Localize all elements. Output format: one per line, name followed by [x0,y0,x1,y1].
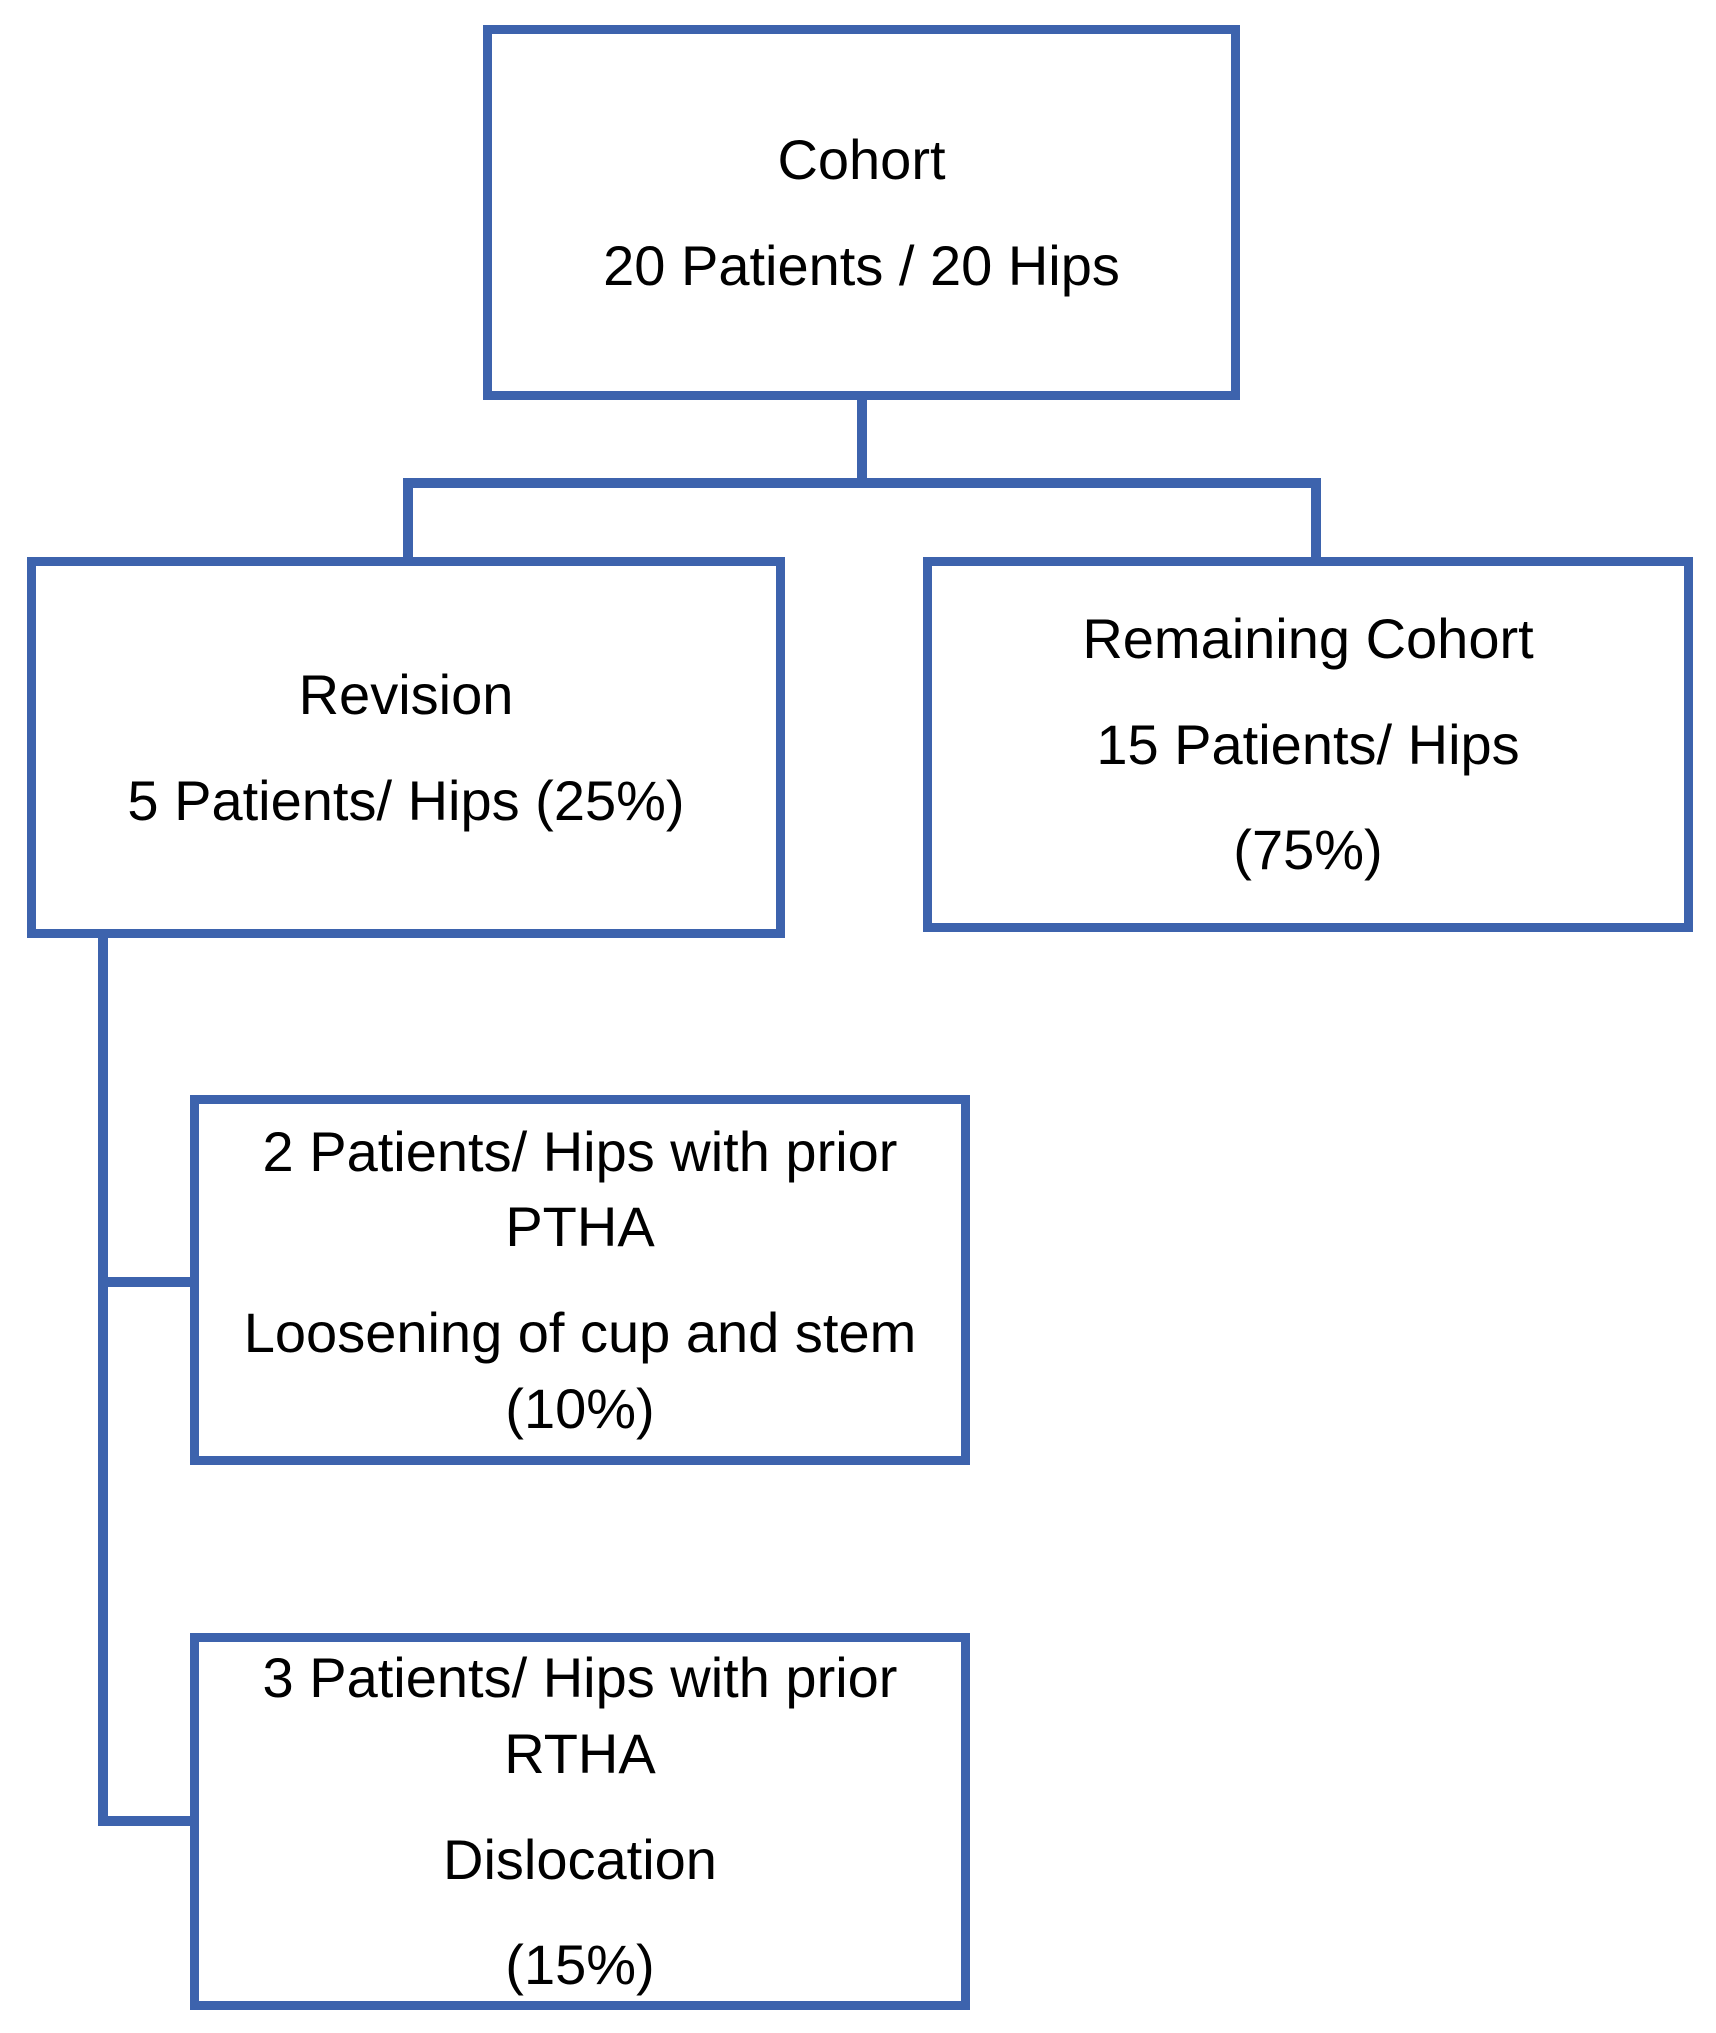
rtha-box: 3 Patients/ Hips with prior RTHA Disloca… [190,1633,970,2010]
rtha-percent: (15%) [505,1933,655,1997]
revision-box: Revision 5 Patients/ Hips (25%) [27,557,785,938]
cohort-count: 20 Patients / 20 Hips [603,233,1120,297]
rtha-percent-para: (15%) [505,1927,654,2003]
ptha-count-line2: PTHA [505,1195,655,1259]
cohort-count-para: 20 Patients / 20 Hips [603,228,1120,304]
rtha-count-para: 3 Patients/ Hips with prior RTHA [263,1640,898,1791]
revision-title: Revision [298,662,514,726]
remaining-title: Remaining Cohort [1082,607,1534,671]
connector-rail-revision [98,930,108,1826]
rtha-count-line2: RTHA [504,1721,656,1785]
remaining-count: 15 Patients/ Hips [1096,712,1520,776]
ptha-count-para: 2 Patients/ Hips with prior PTHA [263,1114,898,1265]
connector-branch-horizontal [403,478,1321,488]
ptha-box: 2 Patients/ Hips with prior PTHA Looseni… [190,1095,970,1465]
ptha-reason-para: Loosening of cup and stem (10%) [244,1295,916,1446]
ptha-reason-line1: Loosening of cup and stem [243,1301,917,1364]
revision-count: 5 Patients/ Hips (25%) [127,768,685,832]
remaining-percent-para: (75%) [1233,812,1382,888]
remaining-percent: (75%) [1233,818,1383,882]
connector-stub-ptha [98,1277,199,1287]
ptha-count-line1: 2 Patients/ Hips with prior [262,1119,898,1183]
cohort-title: Cohort [777,127,946,191]
remaining-cohort-box: Remaining Cohort 15 Patients/ Hips (75%) [923,557,1693,932]
connector-drop-right [1311,478,1321,566]
remaining-title-para: Remaining Cohort [1082,601,1533,677]
connector-drop-left [403,478,413,566]
rtha-reason: Dislocation [443,1827,717,1891]
rtha-reason-para: Dislocation [443,1822,717,1898]
cohort-title-para: Cohort [777,122,945,198]
connector-stub-rtha [98,1816,199,1826]
revision-title-para: Revision [299,657,514,733]
revision-count-para: 5 Patients/ Hips (25%) [127,763,684,839]
ptha-reason-line2: (10%) [505,1376,655,1440]
cohort-box: Cohort 20 Patients / 20 Hips [483,25,1240,400]
rtha-count-line1: 3 Patients/ Hips with prior [262,1646,898,1710]
remaining-count-para: 15 Patients/ Hips [1096,707,1519,783]
connector-stem-cohort [857,395,867,487]
